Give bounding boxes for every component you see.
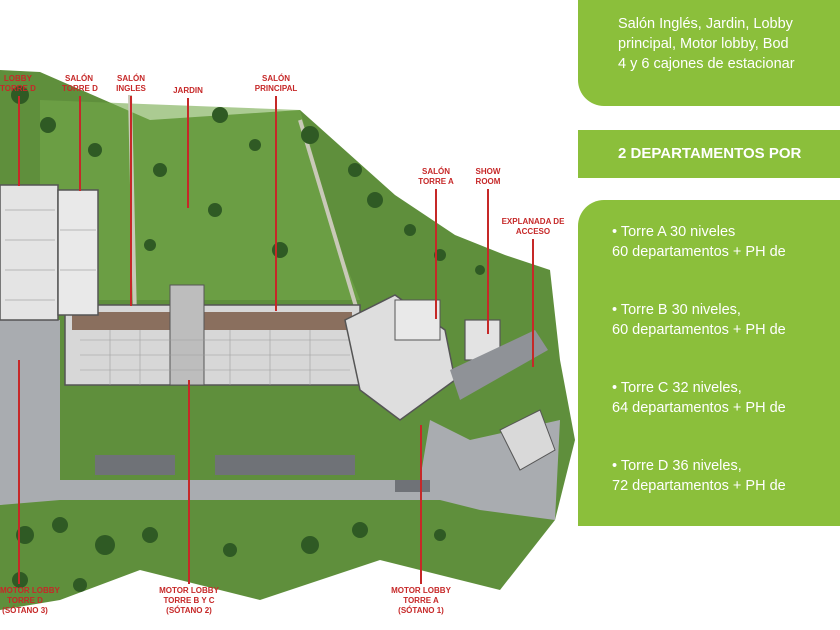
leader-line	[187, 98, 189, 208]
leader-line	[435, 189, 437, 319]
podium-roof	[72, 312, 352, 330]
leader-line	[18, 360, 20, 584]
amenities-line: 4 y 6 cajones de estacionar	[618, 56, 795, 72]
tower-b-item: • Torre B 30 niveles, 60 departamentos +…	[612, 300, 840, 340]
garden-path-2	[298, 119, 362, 321]
parking-stripes	[95, 455, 430, 492]
trees	[11, 86, 485, 592]
south-building	[499, 409, 556, 471]
road-left	[0, 320, 60, 505]
amenities-line: principal, Motor lobby, Bod	[618, 36, 789, 52]
tower-c-item: • Torre C 32 niveles, 64 departamentos +…	[612, 378, 840, 418]
tower-d-item: • Torre D 36 niveles, 72 departamentos +…	[612, 456, 840, 496]
tower-units: 72 departamentos + PH de	[612, 478, 786, 494]
tower-levels: • Torre A 30 niveles	[612, 224, 736, 240]
tower-units: 60 departamentos + PH de	[612, 244, 786, 260]
tower-levels: • Torre D 36 niveles,	[612, 458, 742, 474]
site-plan	[0, 70, 575, 610]
podium-core	[169, 284, 205, 386]
tower-levels: • Torre C 32 niveles,	[612, 380, 742, 396]
amenities-panel: Salón Inglés, Jardin, Lobby principal, M…	[578, 0, 840, 106]
tower-a-item: • Torre A 30 niveles 60 departamentos + …	[612, 222, 840, 262]
access-ramp	[450, 330, 548, 400]
leader-line	[79, 96, 81, 191]
tower-a-salon	[394, 299, 441, 341]
leader-line	[18, 96, 20, 186]
tower-units: 64 departamentos + PH de	[612, 400, 786, 416]
leader-line	[188, 380, 190, 584]
towers-panel: • Torre A 30 niveles 60 departamentos + …	[578, 200, 840, 526]
tower-d-detail	[5, 209, 96, 301]
podium-grid	[80, 330, 350, 385]
amenities-line: Salón Inglés, Jardin, Lobby	[618, 16, 793, 32]
leader-line	[532, 239, 534, 367]
leader-line	[487, 189, 489, 334]
leader-line	[420, 425, 422, 584]
label-jardin: JARDIN	[173, 86, 203, 95]
tower-units: 60 departamentos + PH de	[612, 322, 786, 338]
tower-levels: • Torre B 30 niveles,	[612, 302, 741, 318]
tower-d-salon	[57, 189, 99, 316]
leader-line	[275, 96, 277, 311]
departments-title: 2 DEPARTAMENTOS POR	[578, 130, 840, 178]
leader-line	[130, 96, 132, 306]
